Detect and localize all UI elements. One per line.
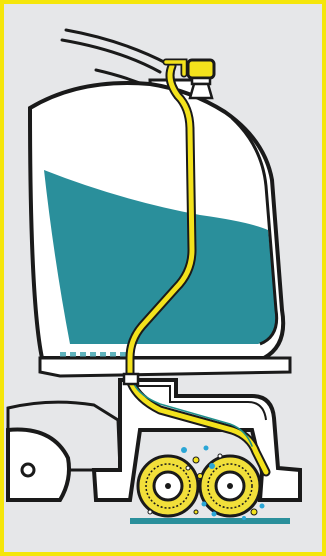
chassis-plate (40, 358, 290, 376)
hose-connector (124, 374, 138, 384)
scrubber-illustration (4, 4, 322, 552)
floor-strip (130, 518, 290, 524)
